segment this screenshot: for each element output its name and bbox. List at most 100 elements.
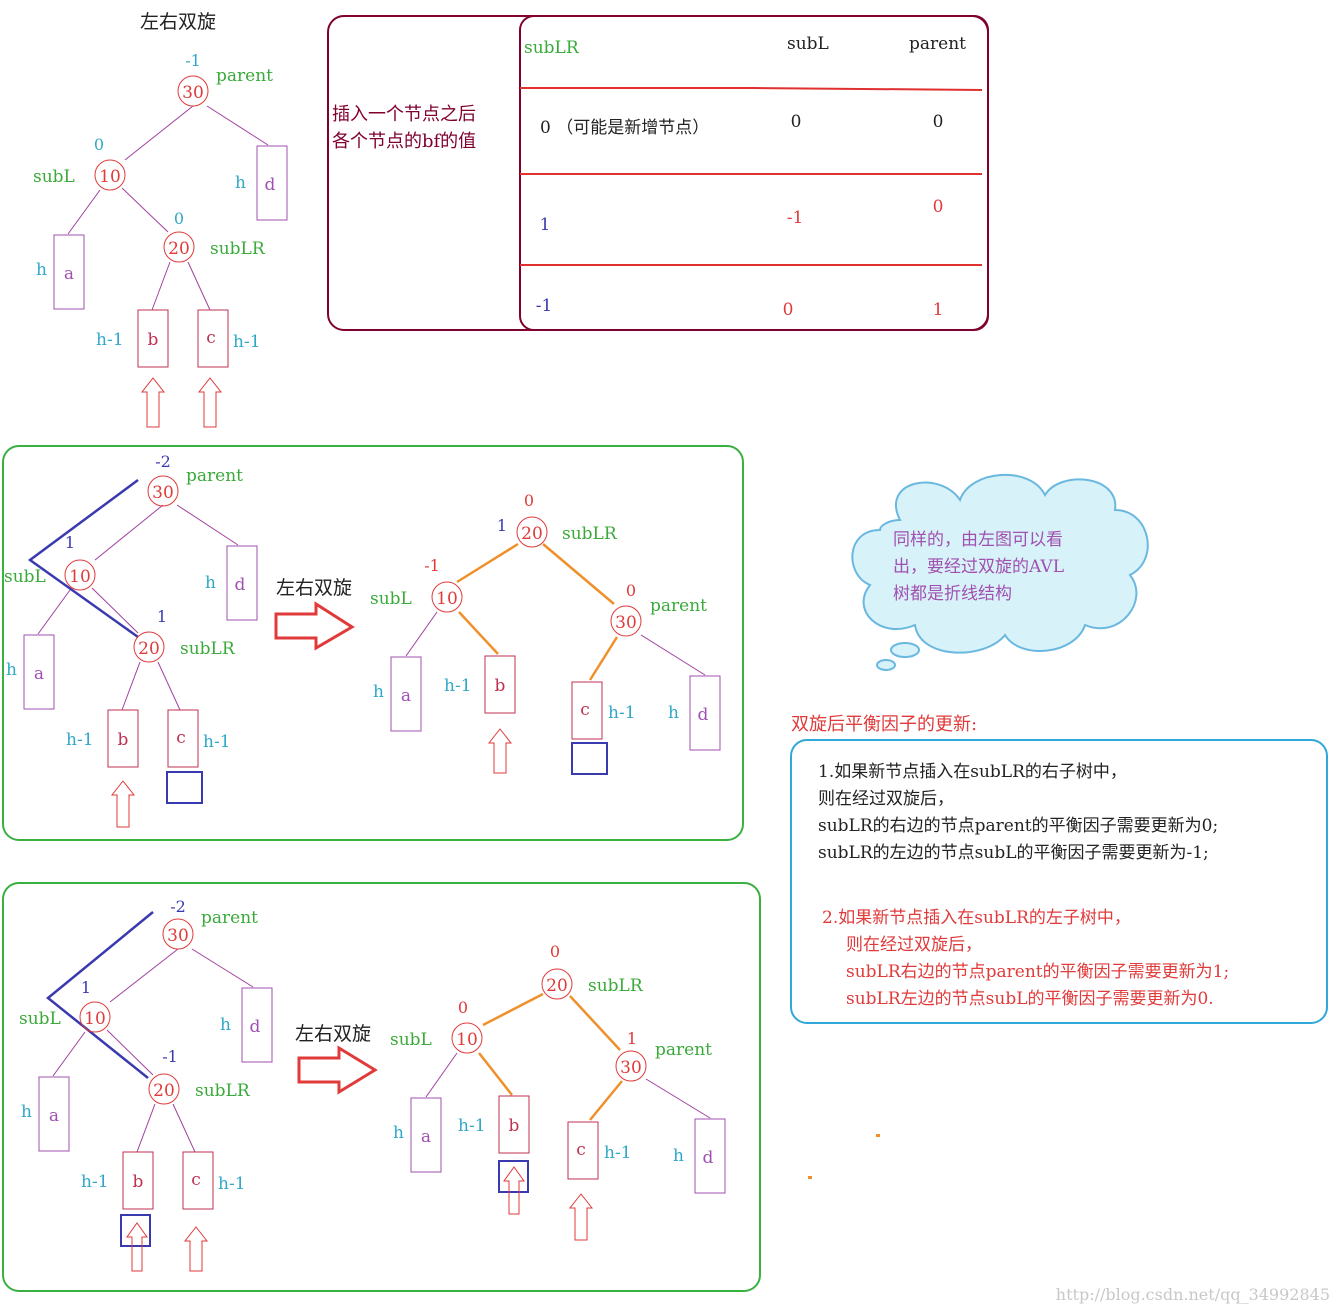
subLR-label: subLR — [588, 976, 644, 996]
insert-arrow-icon — [487, 728, 513, 774]
subtree-b-label: b — [509, 1116, 520, 1136]
subtree-b-label: b — [118, 730, 129, 750]
new-node-box — [120, 1214, 151, 1247]
update-case-1: 1.如果新节点插入在subLR的右子树中， 则在经过双旋后， subLR的右边的… — [818, 762, 1218, 863]
subtree-d-label: d — [235, 575, 246, 595]
node-10-label: 10 — [456, 1030, 478, 1050]
node-30 — [147, 475, 179, 507]
node-20-label: 20 — [546, 976, 568, 996]
node-10 — [431, 581, 463, 613]
height-h: h — [393, 1123, 404, 1143]
bf-subL: 1 — [81, 978, 91, 997]
rule-line: subLR右边的节点parent的平衡因子需要更新为1; — [846, 962, 1229, 982]
update-case-2: 2.如果新节点插入在subLR的左子树中， 则在经过双旋后， subLR右边的节… — [822, 908, 1229, 1009]
node-10 — [79, 1001, 111, 1033]
node-10-label: 10 — [69, 567, 91, 587]
stray-dot — [808, 1176, 812, 1179]
insert-arrow-icon — [197, 377, 223, 428]
rule-line: 则在经过双旋后， — [818, 789, 954, 809]
height-h-1: h-1 — [444, 676, 472, 696]
rule-line: subLR的左边的节点subL的平衡因子需要更新为-1; — [818, 843, 1209, 863]
subtree-d-label: d — [265, 175, 276, 195]
table-cell: 0 — [933, 197, 944, 217]
node-30-label: 30 — [152, 483, 174, 503]
bf-subL: -1 — [424, 556, 440, 575]
table-cell: -1 — [787, 208, 804, 228]
subtree-c-label: c — [176, 728, 186, 748]
height-h: h — [668, 703, 679, 723]
subtree-a — [390, 656, 422, 732]
table-header: subLR — [524, 38, 580, 58]
height-h: h — [21, 1102, 32, 1122]
node-20 — [541, 968, 573, 1000]
table-cell: 0 — [783, 300, 794, 320]
update-title: 双旋后平衡因子的更新: — [791, 714, 977, 735]
node-30 — [162, 918, 194, 950]
node-20-label: 20 — [521, 524, 543, 544]
subLR-label: subLR — [562, 524, 618, 544]
cloud-text: 树都是折线结构 — [893, 584, 1012, 604]
node-20-label: 20 — [153, 1081, 175, 1101]
node-10 — [64, 559, 96, 591]
table-cell: 1 — [933, 300, 944, 320]
parent-label: parent — [655, 1040, 712, 1060]
node-30 — [615, 1050, 647, 1082]
zigzag-line — [27, 478, 139, 639]
mid-tree-before: 30 -2 parent 10 1 subL 20 1 subLR a h d … — [4, 452, 258, 828]
subtree-d — [689, 675, 721, 751]
subtree-a-label: a — [49, 1106, 59, 1126]
insert-arrow-icon — [110, 780, 136, 828]
node-20 — [516, 516, 548, 548]
subtree-a — [410, 1097, 442, 1173]
subLR-label: subLR — [180, 639, 236, 659]
bf-subLR: 0 — [524, 491, 534, 510]
subtree-c-label: c — [191, 1170, 201, 1190]
rotation-label: 左右双旋 — [295, 1023, 371, 1045]
table-cell: -1 — [536, 296, 553, 316]
subtree-a-label: a — [421, 1127, 431, 1147]
insert-arrow-icon — [126, 1222, 148, 1272]
height-h-1: h-1 — [203, 732, 231, 752]
bf-subLR: 0 — [174, 209, 184, 228]
rotation-arrow-icon — [274, 601, 355, 651]
subL-label: subL — [19, 1009, 61, 1029]
rule-line: 1.如果新节点插入在subLR的右子树中， — [818, 762, 1127, 782]
subtree-c — [197, 309, 229, 368]
node-30 — [610, 605, 642, 637]
node-10 — [451, 1022, 483, 1054]
bf-subL: 1 — [65, 533, 75, 552]
subLR-label: subLR — [210, 239, 266, 259]
panel-left-insert — [2, 882, 761, 1292]
node-10-label: 10 — [99, 167, 121, 187]
subtree-d — [241, 987, 273, 1063]
bf-subLR: 0 — [550, 942, 560, 961]
rule-line: 则在经过双旋后， — [846, 935, 982, 955]
subL-label: subL — [390, 1030, 432, 1050]
height-h: h — [6, 660, 17, 680]
height-h: h — [673, 1146, 684, 1166]
height-h: h — [373, 682, 384, 702]
subL-label: subL — [33, 167, 75, 187]
parent-label: parent — [186, 466, 243, 486]
height-h-1: h-1 — [96, 330, 124, 350]
bot-rotation-arrow: 左右双旋 — [295, 1023, 378, 1095]
subtree-d — [694, 1118, 726, 1194]
top-tree: 30 -1 parent 10 0 subL 20 0 subLR a h d … — [33, 51, 288, 428]
insert-arrow-icon — [140, 377, 166, 428]
bf-parent: -2 — [155, 452, 171, 471]
new-node-box — [571, 742, 608, 775]
node-30-label: 30 — [615, 613, 637, 633]
height-h-1: h-1 — [233, 332, 261, 352]
mid-tree-after: 20 0 1 subLR 10 -1 subL 30 0 parent a h … — [370, 491, 721, 775]
bot-tree-before: 30 -2 parent 10 1 subL 20 -1 subLR a h d… — [19, 897, 273, 1272]
node-30-label: 30 — [167, 926, 189, 946]
subL-label: subL — [370, 589, 412, 609]
subtree-d — [226, 545, 258, 621]
subtree-a-label: a — [34, 664, 44, 684]
bf-table: 插入一个节点之后 各个节点的bf的值 subLR subL parent 0 （… — [327, 15, 989, 331]
height-h-1: h-1 — [66, 730, 94, 750]
table-side-title: 各个节点的bf的值 — [332, 131, 476, 152]
height-h: h — [205, 573, 216, 593]
subtree-d-label: d — [703, 1148, 714, 1168]
